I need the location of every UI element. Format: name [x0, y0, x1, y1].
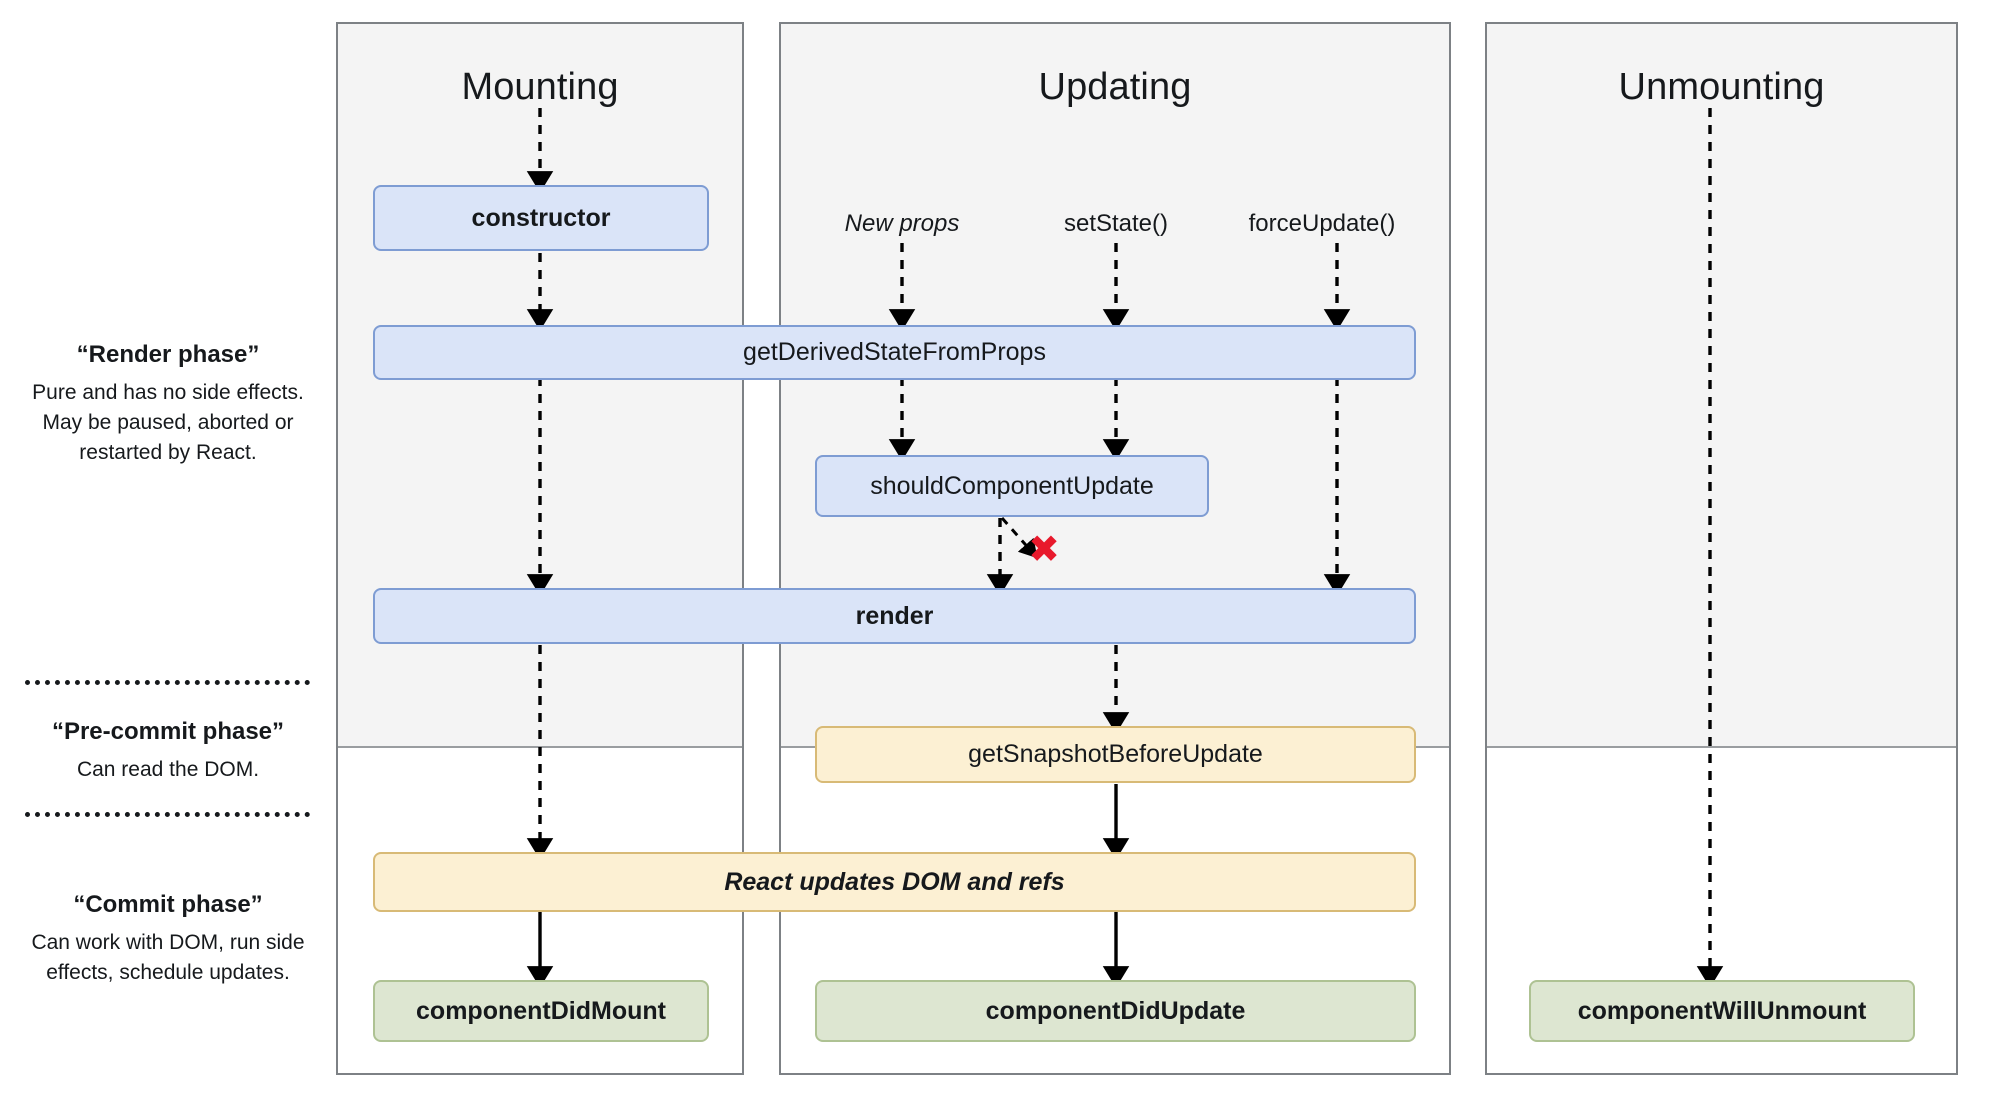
node-component-did-mount-label: componentDidMount: [416, 996, 666, 1025]
phase-pre-commit-description: Can read the DOM.: [76, 758, 260, 781]
x-mark-glyph: ✖: [1028, 529, 1060, 571]
column-unmounting-title: Unmounting: [1618, 66, 1825, 108]
trigger-new-props: New props: [844, 210, 960, 237]
column-updating-title: Updating: [1038, 66, 1192, 108]
column-mounting: Mounting: [336, 22, 744, 1075]
phase-note-pre-commit: “Pre-commit phase” Can read the DOM.: [18, 717, 318, 785]
node-component-did-update[interactable]: componentDidUpdate: [815, 980, 1416, 1042]
skip-render-x-icon: ✖: [1022, 528, 1066, 572]
node-react-updates-dom-and-refs[interactable]: React updates DOM and refs: [373, 852, 1416, 912]
phase-commit-description: Can work with DOM, run side effects, sch…: [31, 931, 305, 984]
column-unmounting: Unmounting: [1485, 22, 1958, 1075]
node-render[interactable]: render: [373, 588, 1416, 644]
phase-note-commit: “Commit phase” Can work with DOM, run si…: [18, 890, 318, 988]
node-component-will-unmount-label: componentWillUnmount: [1577, 996, 1867, 1025]
node-get-derived-state-from-props[interactable]: getDerivedStateFromProps: [373, 325, 1416, 380]
trigger-set-state: setState(): [1063, 210, 1169, 237]
phase-divider-bottom: [25, 812, 310, 817]
column-unmounting-render-region: [1487, 24, 1956, 748]
column-updating: Updating: [779, 22, 1451, 1075]
node-constructor[interactable]: constructor: [373, 185, 709, 251]
node-get-snapshot-before-update-label: getSnapshotBeforeUpdate: [968, 740, 1263, 769]
node-constructor-label: constructor: [471, 203, 611, 232]
node-get-derived-state-from-props-label: getDerivedStateFromProps: [743, 338, 1046, 367]
node-should-component-update[interactable]: shouldComponentUpdate: [815, 455, 1209, 517]
node-component-will-unmount[interactable]: componentWillUnmount: [1529, 980, 1915, 1042]
node-react-updates-dom-and-refs-label: React updates DOM and refs: [724, 867, 1065, 896]
node-render-label: render: [855, 601, 934, 630]
phase-note-render: “Render phase” Pure and has no side effe…: [18, 340, 318, 467]
trigger-force-update: forceUpdate(): [1248, 210, 1396, 237]
column-mounting-title: Mounting: [461, 66, 619, 108]
phase-commit-title: “Commit phase”: [73, 891, 263, 918]
node-should-component-update-label: shouldComponentUpdate: [870, 471, 1154, 500]
phase-pre-commit-title: “Pre-commit phase”: [51, 718, 285, 745]
phase-divider-top: [25, 680, 310, 685]
node-component-did-mount[interactable]: componentDidMount: [373, 980, 709, 1042]
phase-render-description: Pure and has no side effects. May be pau…: [32, 381, 304, 464]
node-component-did-update-label: componentDidUpdate: [985, 996, 1246, 1025]
node-get-snapshot-before-update[interactable]: getSnapshotBeforeUpdate: [815, 726, 1416, 783]
phase-render-title: “Render phase”: [76, 341, 260, 368]
